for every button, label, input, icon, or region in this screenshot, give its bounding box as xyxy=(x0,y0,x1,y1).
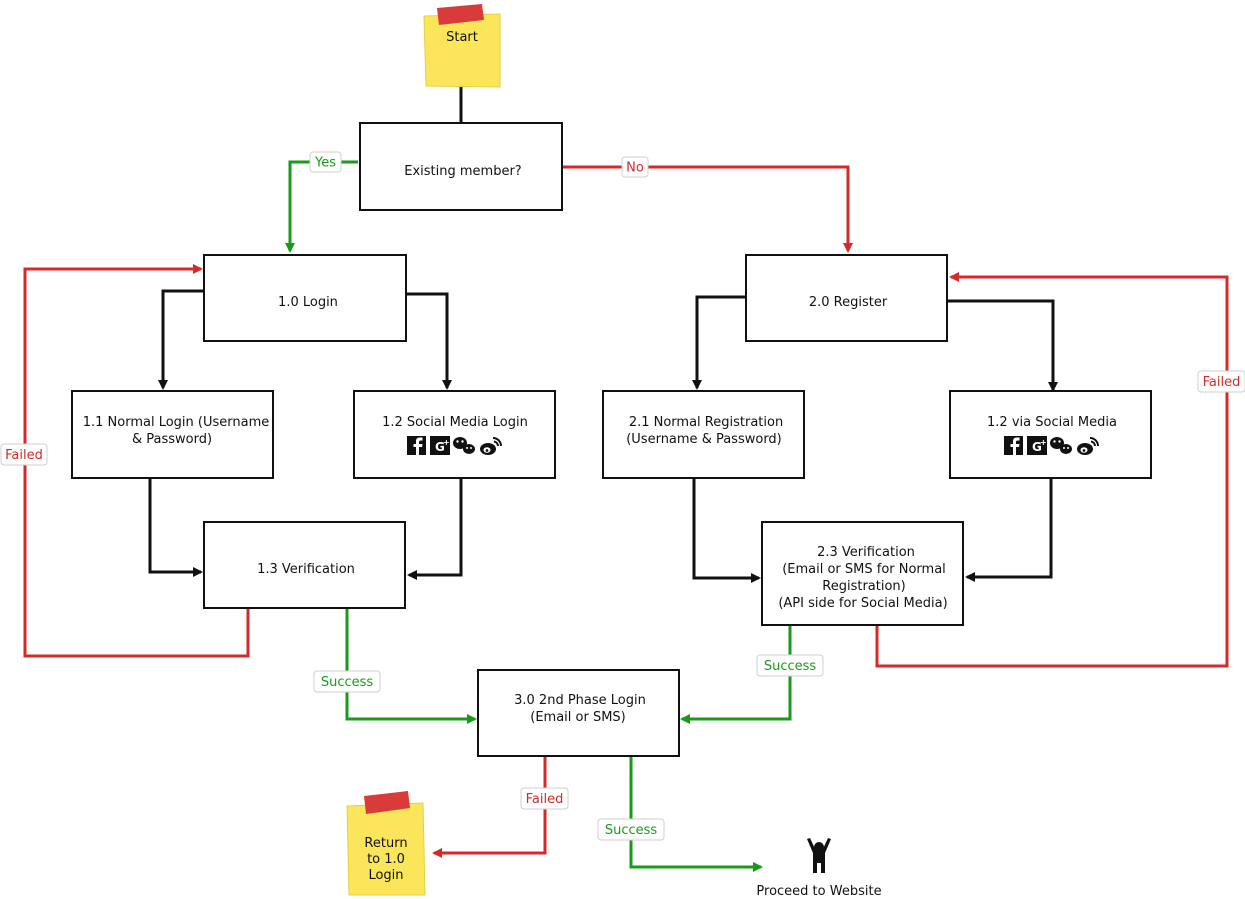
edge-login-social xyxy=(406,292,452,390)
verification-1-text: 1.3 Verification xyxy=(257,562,355,577)
login-box: 1.0 Login xyxy=(203,254,407,342)
tag-success-bottom-text: Success xyxy=(605,823,658,838)
tag-success-right-text: Success xyxy=(764,659,817,674)
tag-failed-bottom-text: Failed xyxy=(526,792,564,807)
return-note-line-3: Login xyxy=(368,868,403,883)
decision-text: Existing member? xyxy=(404,164,521,179)
login-text: 1.0 Login xyxy=(278,295,338,310)
verification-2-line-3: Registration) xyxy=(822,579,905,594)
svg-text:G: G xyxy=(1032,440,1042,454)
verification-2-line-2: (Email or SMS for Normal xyxy=(782,562,946,577)
social-icons-left: G + xyxy=(407,436,502,455)
social-login-box: 1.2 Social Media Login G + xyxy=(353,390,556,479)
edge-no xyxy=(563,165,853,253)
via-social-text: 1.2 via Social Media xyxy=(987,415,1117,430)
start-note-text: Start xyxy=(446,30,478,45)
normal-login-box: 1.1 Normal Login (Username & Password) xyxy=(71,390,274,479)
weibo-icon xyxy=(480,437,502,455)
tag-success-right: Success xyxy=(756,654,824,677)
return-note-line-2: to 1.0 xyxy=(367,852,405,867)
phase2-line-2: (Email or SMS) xyxy=(530,710,626,725)
tag-success-bottom: Success xyxy=(597,818,665,841)
edge-normal-verif xyxy=(148,479,203,577)
phase2-box: 3.0 2nd Phase Login (Email or SMS) xyxy=(477,669,680,757)
social-login-text: 1.2 Social Media Login xyxy=(382,415,528,430)
edge-success-left xyxy=(345,608,477,724)
return-note-line-1: Return xyxy=(364,836,407,851)
edge-socialreg-verif xyxy=(965,479,1053,582)
tag-failed-left: Failed xyxy=(0,443,48,466)
verification-2-line-1: 2.3 Verification xyxy=(817,545,915,560)
normal-registration-line-2: (Username & Password) xyxy=(626,432,782,447)
tag-failed-bottom: Failed xyxy=(520,787,569,810)
tag-failed-right-text: Failed xyxy=(1203,375,1241,390)
proceed-text: Proceed to Website xyxy=(756,884,881,899)
tag-failed-right: Failed xyxy=(1197,370,1245,393)
normal-registration-line-1: 2.1 Normal Registration xyxy=(629,415,783,430)
facebook-icon xyxy=(407,436,426,455)
edge-failed-left xyxy=(23,264,250,658)
register-text: 2.0 Register xyxy=(809,295,888,310)
start-note: Start xyxy=(423,4,501,88)
register-box: 2.0 Register xyxy=(745,254,948,342)
tag-yes: Yes xyxy=(309,151,342,173)
google-plus-icon: G + xyxy=(1027,436,1047,455)
edge-yes xyxy=(285,160,358,253)
svg-text:+: + xyxy=(1040,438,1047,447)
tag-success-left-text: Success xyxy=(321,675,374,690)
tag-yes-text: Yes xyxy=(314,156,336,171)
google-plus-icon: G + xyxy=(430,436,450,455)
via-social-box: 1.2 via Social Media G + xyxy=(949,390,1152,479)
verification-2-box: 2.3 Verification (Email or SMS for Norma… xyxy=(761,521,964,626)
tag-no-text: No xyxy=(626,161,644,176)
edge-register-social xyxy=(947,299,1058,392)
svg-text:+: + xyxy=(443,438,450,447)
edge-normalreg-verif xyxy=(692,479,761,583)
facebook-icon xyxy=(1004,436,1023,455)
phase2-line-1: 3.0 2nd Phase Login xyxy=(514,693,646,708)
edge-social-verif xyxy=(407,479,463,580)
edge-failed-right xyxy=(875,272,1229,668)
tag-failed-left-text: Failed xyxy=(5,448,43,463)
svg-text:G: G xyxy=(435,440,445,454)
verification-2-line-4: (API side for Social Media) xyxy=(778,596,947,611)
person-icon xyxy=(807,838,831,873)
normal-login-line-1: 1.1 Normal Login (Username xyxy=(83,415,270,430)
verification-1-box: 1.3 Verification xyxy=(203,521,406,609)
tag-success-left: Success xyxy=(313,670,381,693)
wechat-icon xyxy=(1050,437,1072,454)
wechat-icon xyxy=(453,437,475,454)
decision-box: Existing member? xyxy=(359,122,563,211)
tag-no: No xyxy=(621,156,649,178)
normal-registration-box: 2.1 Normal Registration (Username & Pass… xyxy=(602,390,805,479)
weibo-icon xyxy=(1077,437,1099,455)
edge-success-bottom xyxy=(629,757,763,872)
social-icons-right: G + xyxy=(1004,436,1099,455)
return-note: Return to 1.0 Login xyxy=(346,791,426,896)
normal-login-line-2: & Password) xyxy=(132,432,212,447)
edge-register-normal xyxy=(692,295,745,390)
edge-login-normal xyxy=(158,289,204,390)
